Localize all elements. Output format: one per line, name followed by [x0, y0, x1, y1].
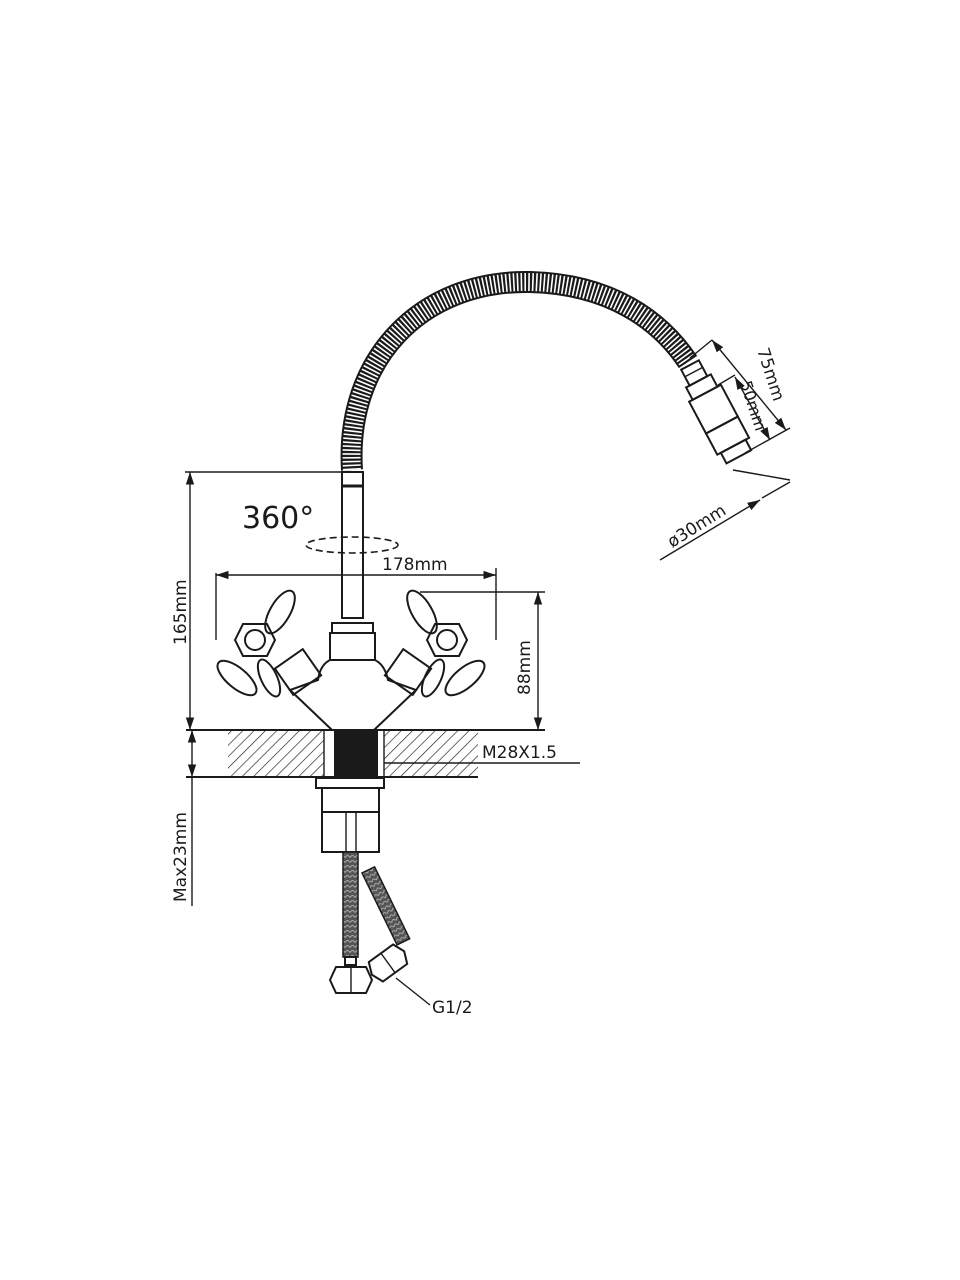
rotation-ellipse [305, 536, 399, 554]
body-height-label: 88mm [515, 640, 535, 695]
mounting-nut [315, 777, 385, 853]
width-dimension: 178mm [215, 555, 497, 640]
right-handle [406, 589, 486, 698]
supply-hoses: G1/2 [328, 851, 473, 1018]
head-diameter-label: ø30mm [664, 501, 730, 552]
counter-thickness-dimension: Max23mm [171, 730, 197, 906]
rotation-label: 360° [242, 501, 314, 536]
inlet-label: G1/2 [432, 998, 473, 1018]
total-height-label: 165mm [171, 579, 191, 645]
flexible-hose [340, 270, 698, 471]
width-label: 178mm [382, 555, 448, 575]
body-height-dimension: 88mm [420, 591, 545, 730]
left-handle [216, 589, 296, 698]
spout-tube [341, 471, 364, 619]
counter-thickness-label: Max23mm [171, 812, 191, 902]
mounting-shank [334, 731, 378, 777]
spray-head [679, 358, 753, 465]
counter-section: M28X1.5 [186, 729, 580, 778]
total-height-dimension: 165mm [171, 471, 345, 730]
faucet-body [273, 622, 433, 731]
thread-label: M28X1.5 [482, 743, 557, 763]
